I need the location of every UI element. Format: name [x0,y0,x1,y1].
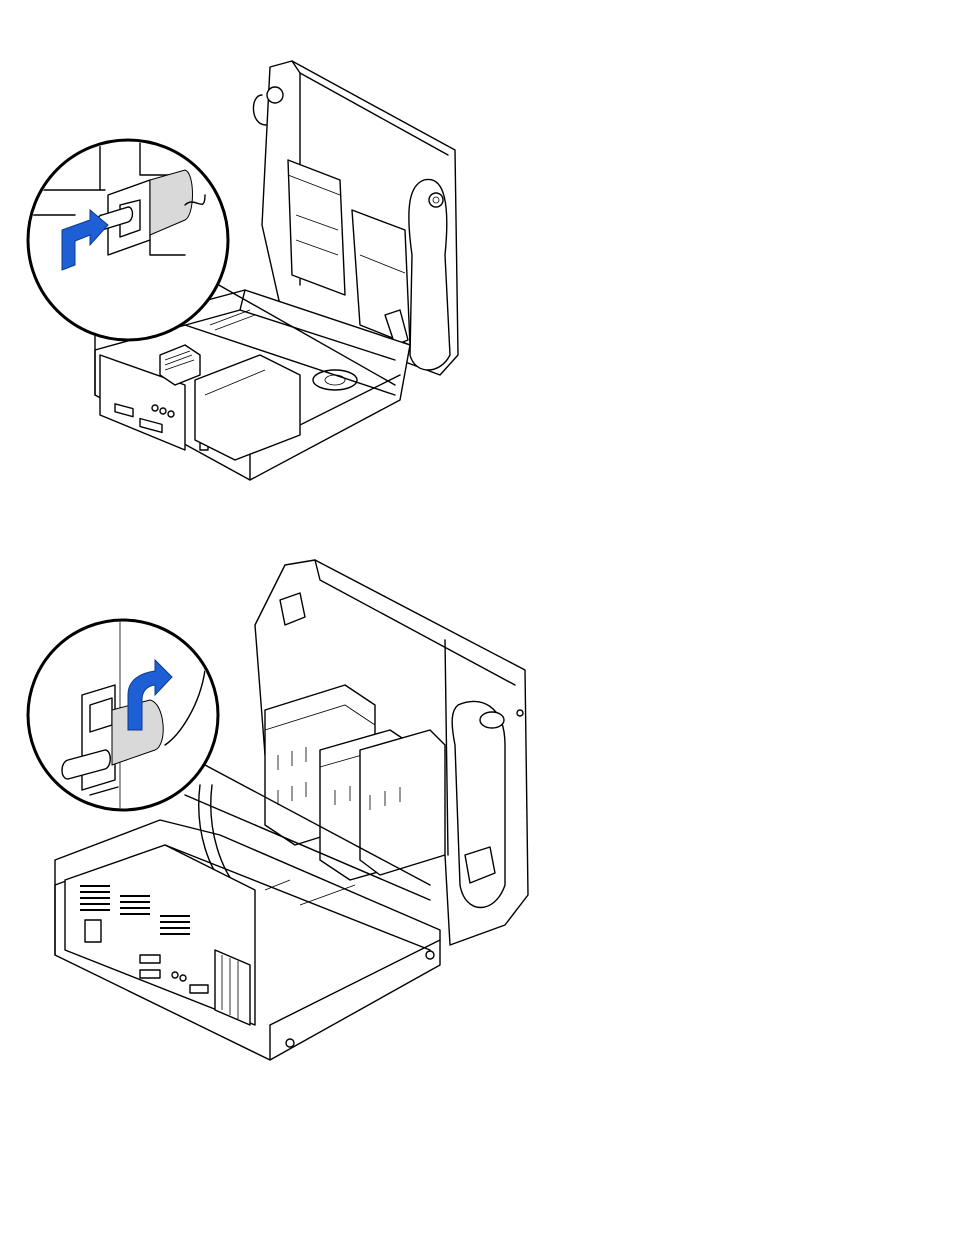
power-connector-icon [85,920,101,942]
chassis-illustration-2 [0,555,540,1065]
illustration-1 [0,55,480,485]
illustration-2 [0,555,540,1065]
chassis-illustration-1 [0,55,480,485]
